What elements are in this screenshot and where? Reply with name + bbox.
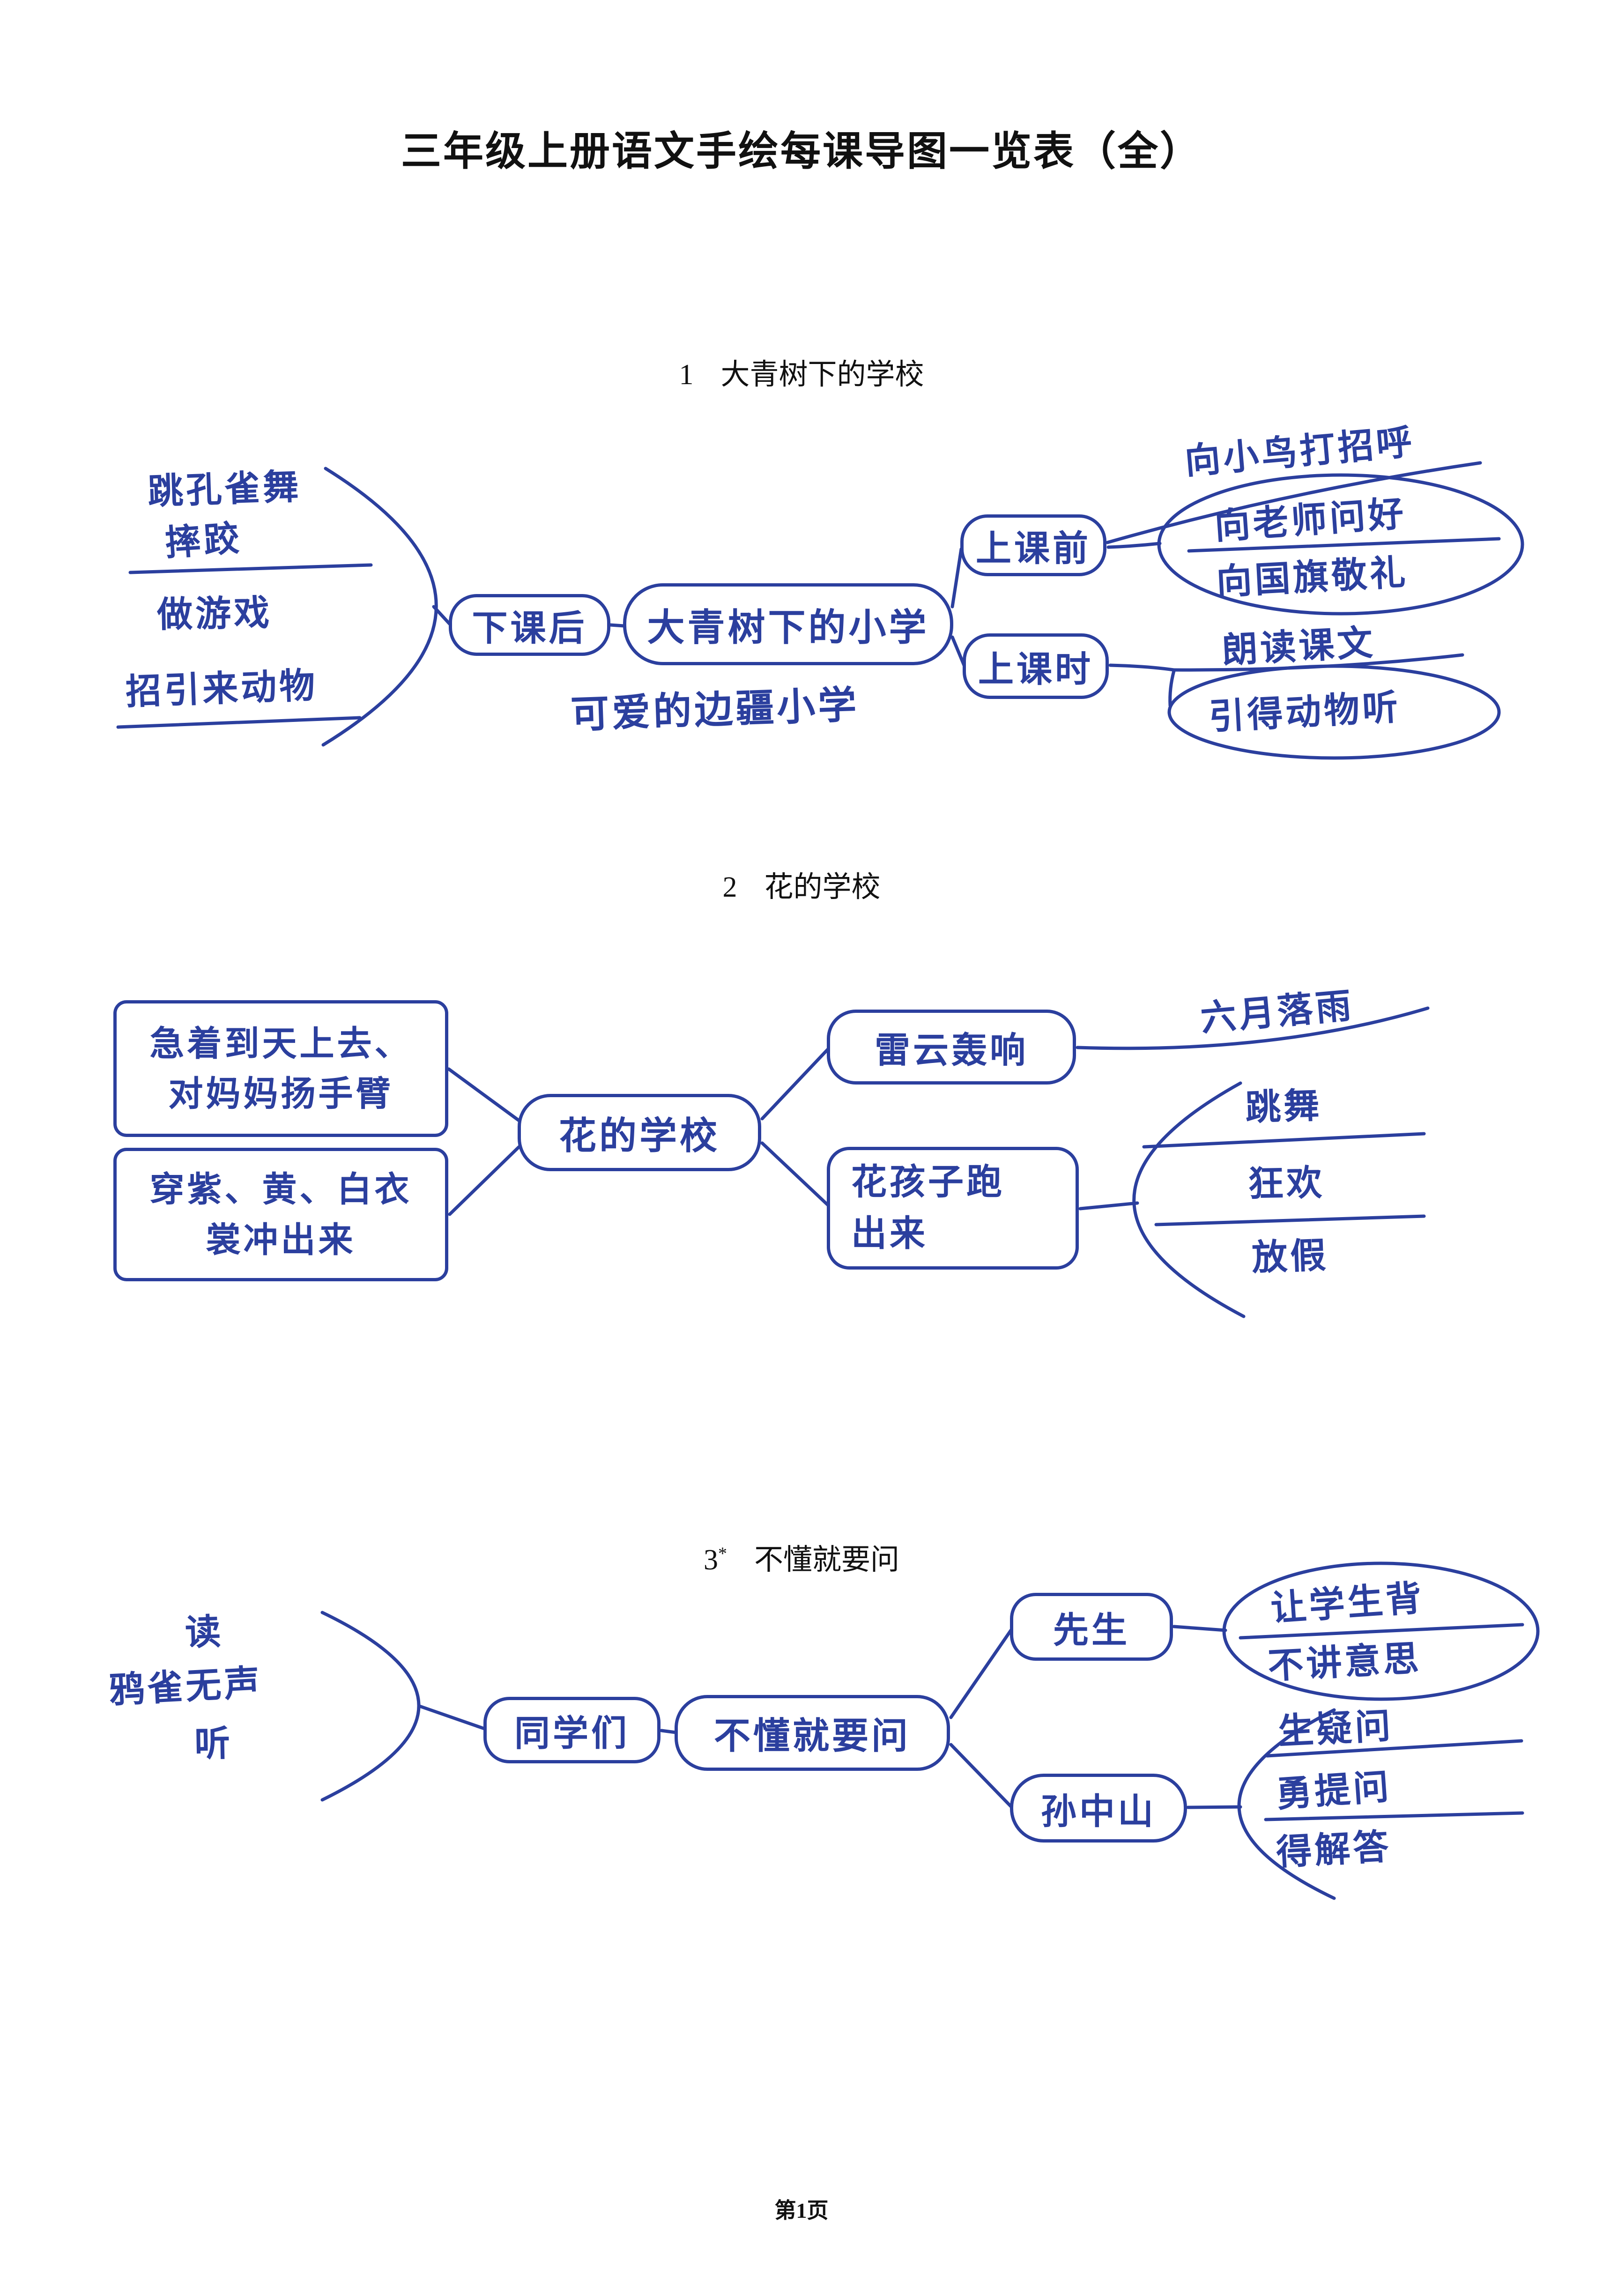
map3-ellipse-teacher-divider [1239, 1623, 1524, 1640]
map2-flower-children-line1: 花孩子跑 [851, 1162, 1005, 1202]
lesson-1-heading: 1 大青树下的学校 [0, 350, 1603, 393]
map2-left-node-rush-to-sky-line2: 对妈妈扬手臂 [168, 1074, 393, 1113]
map3-ellipse-teacher [1222, 1561, 1540, 1701]
map2-underline-carnival [1154, 1214, 1426, 1226]
map2-flower-children-line2: 出来 [851, 1214, 928, 1254]
map3-conn-teacher-ellipse [1172, 1625, 1227, 1632]
map2-conn-children-brace [1078, 1201, 1139, 1211]
lesson-3-number: 3* [704, 1544, 727, 1576]
map3-underline-ask [1264, 1811, 1524, 1821]
map3-item-listen: 听 [194, 1724, 233, 1764]
map1-in-class-node: 上课时 [963, 633, 1109, 699]
map2-flower-children-node: 花孩子跑 出来 [827, 1147, 1079, 1270]
lesson-2-number: 2 [722, 871, 737, 903]
map2-underline-dance [1142, 1132, 1426, 1149]
map1-conn-center-beforeclass [950, 547, 963, 609]
map1-conn-junction-ellipse [1168, 669, 1176, 707]
map1-center-node: 大青树下的小学 [623, 583, 953, 665]
map2-item-dance: 跳舞 [1244, 1085, 1323, 1128]
map2-conn-center-children [760, 1141, 830, 1207]
map1-item-read-aloud: 朗读课文 [1221, 623, 1377, 671]
map3-conn-center-teacher [949, 1628, 1013, 1719]
map3-center-node: 不懂就要问 [675, 1695, 950, 1771]
map1-conn-brace-afterclass [432, 605, 452, 626]
page-number: 第1页 [774, 2199, 829, 2222]
map1-after-class-node: 下课后 [449, 594, 610, 656]
map1-conn-center-inclass [950, 635, 966, 667]
map3-sun-yat-sen-node: 孙中山 [1010, 1774, 1187, 1843]
map2-conn-center-thunder [760, 1048, 830, 1121]
map3-conn-center-sun [949, 1743, 1013, 1808]
lesson-2-heading: 2 花的学校 [0, 863, 1603, 905]
map1-ellipse-beforeclass [1157, 473, 1524, 616]
map3-conn-classmates-center [660, 1729, 677, 1734]
map2-left-node-rush-to-sky-line1: 急着到天上去、 [149, 1024, 412, 1063]
lesson-3-heading: 3* 不懂就要问 [0, 1536, 1603, 1578]
map3-item-ask: 勇提问 [1275, 1767, 1393, 1815]
map2-left-node-rush-out-line1: 穿紫、黄、白衣 [149, 1170, 412, 1209]
map3-item-doubt: 生疑问 [1277, 1706, 1395, 1752]
map2-underline-june-rain [1076, 1006, 1430, 1050]
map1-item-peacock-dance: 跳孔雀舞 [147, 467, 302, 512]
map1-conn-afterclass-center [609, 623, 626, 628]
map1-item-wrestling: 摔跤 [163, 518, 244, 564]
lesson-3-title: 不懂就要问 [754, 1544, 899, 1576]
lesson-1-title: 大青树下的学校 [720, 359, 924, 391]
map3-item-recite: 让学生背 [1269, 1578, 1426, 1629]
map1-underline-greet-birds [1106, 461, 1482, 544]
map2-center-node: 花的学校 [518, 1094, 761, 1171]
map2-conn-box1-center [447, 1067, 521, 1122]
map2-item-carnival: 狂欢 [1247, 1163, 1325, 1204]
map3-classmates-node: 同学们 [483, 1697, 660, 1763]
map3-item-silence: 鸦雀无声 [108, 1663, 264, 1711]
lesson-3-number-value: 3 [703, 1544, 718, 1576]
map3-right-brace [1237, 1708, 1336, 1900]
map2-thunder-node: 雷云轰响 [827, 1010, 1076, 1085]
map1-conn-beforeclass-ellipse [1106, 542, 1162, 549]
map1-ellipse-inclass [1167, 664, 1501, 760]
map1-before-class-node: 上课前 [960, 514, 1106, 576]
map2-conn-box2-center [448, 1145, 521, 1216]
map1-conn-inclass-junction [1108, 663, 1176, 672]
map3-conn-brace-classmates [418, 1704, 486, 1731]
map3-item-read: 读 [184, 1612, 224, 1653]
map2-right-brace [1132, 1081, 1246, 1318]
map2-left-node-rush-to-sky: 急着到天上去、 对妈妈扬手臂 [113, 1000, 448, 1137]
map1-item-salute-flag: 向国旗敬礼 [1215, 552, 1410, 602]
page-title: 三年级上册语文手绘每课导图一览表（全） [401, 129, 1202, 174]
map1-item-playing-games: 做游戏 [156, 593, 273, 635]
map3-item-no-explain: 不讲意思 [1267, 1638, 1423, 1687]
map1-item-attract-animals: 招引来动物 [125, 665, 319, 713]
map1-left-underline-2 [116, 716, 362, 729]
map1-item-animals-listen: 引得动物听 [1208, 687, 1402, 737]
map3-teacher-node: 先生 [1010, 1593, 1173, 1661]
map1-left-brace [321, 467, 438, 747]
map2-left-node-rush-out: 穿紫、黄、白衣 裳冲出来 [113, 1148, 448, 1281]
lesson-2-title: 花的学校 [764, 871, 881, 903]
map1-left-underline-1 [128, 563, 373, 574]
map1-center-note: 可爱的边疆小学 [570, 684, 860, 736]
map2-item-holiday: 放假 [1251, 1235, 1329, 1278]
map2-left-node-rush-out-line2: 裳冲出来 [206, 1220, 356, 1259]
map3-left-brace [320, 1611, 421, 1802]
lesson-3-number-asterisk: * [718, 1544, 727, 1564]
map3-underline-doubt [1265, 1739, 1523, 1758]
map1-ellipse-beforeclass-divider [1187, 537, 1501, 553]
lesson-1-number: 1 [679, 359, 694, 391]
map3-item-answer: 得解答 [1275, 1827, 1393, 1873]
